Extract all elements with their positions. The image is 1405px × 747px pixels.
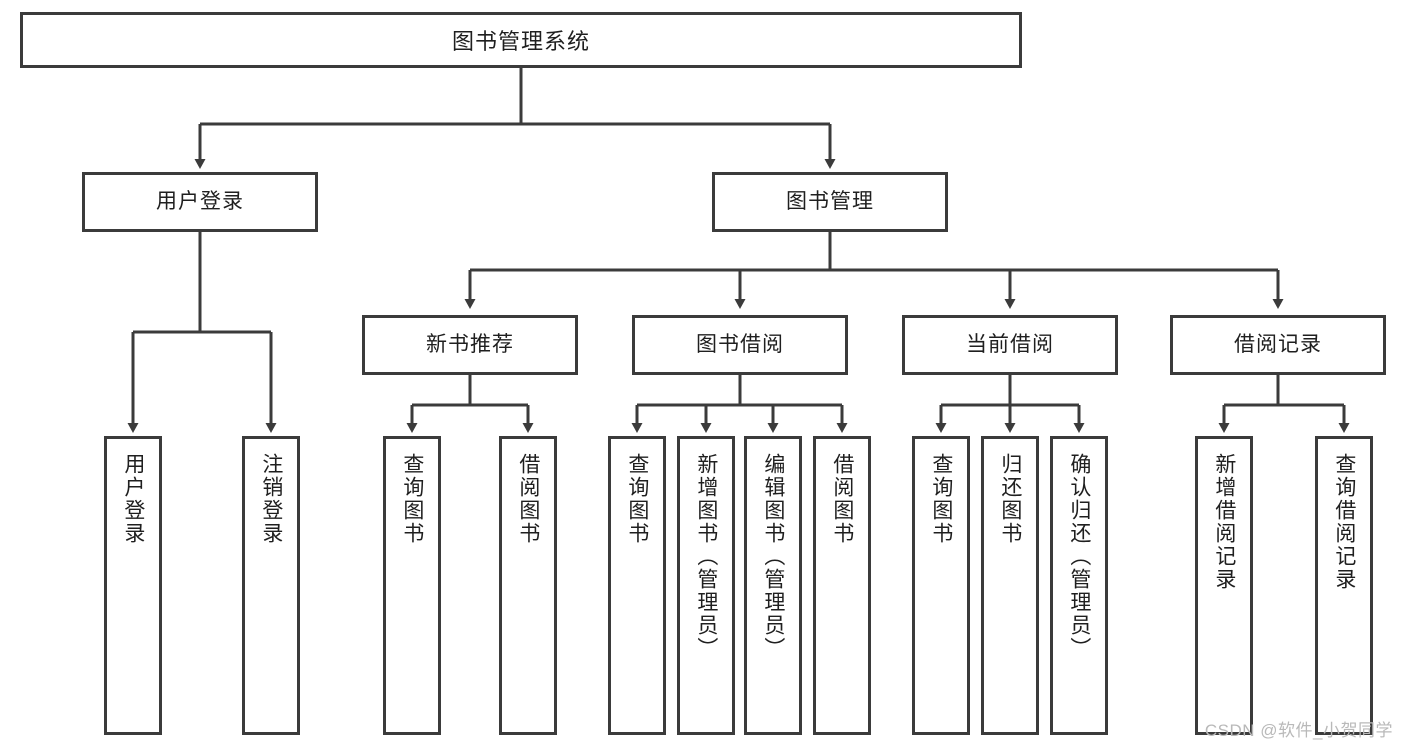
node-user-login[interactable]: 用户登录 <box>82 172 318 232</box>
node-root[interactable]: 图书管理系统 <box>20 12 1022 68</box>
node-leaf-query-book-1[interactable]: 查询图书 <box>383 436 441 735</box>
watermark-text: CSDN @软件_小贺同学 <box>1204 721 1393 740</box>
node-book-manage-label: 图书管理 <box>786 190 874 214</box>
node-current-borrow-label: 当前借阅 <box>966 333 1054 357</box>
node-leaf-edit-book-label: 编辑图书（管理员） <box>761 453 785 660</box>
node-leaf-borrow-book-2[interactable]: 借阅图书 <box>813 436 871 735</box>
node-leaf-add-book-label: 新增图书（管理员） <box>694 453 718 660</box>
node-borrow-record[interactable]: 借阅记录 <box>1170 315 1386 375</box>
node-leaf-return-book-label: 归还图书 <box>998 453 1022 545</box>
node-leaf-return-book[interactable]: 归还图书 <box>981 436 1039 735</box>
node-user-login-label: 用户登录 <box>156 190 244 214</box>
node-new-book-recommend-label: 新书推荐 <box>426 333 514 357</box>
node-leaf-user-login[interactable]: 用户登录 <box>104 436 162 735</box>
node-leaf-borrow-book-1[interactable]: 借阅图书 <box>499 436 557 735</box>
node-book-borrow-label: 图书借阅 <box>696 333 784 357</box>
node-leaf-logout-login-label: 注销登录 <box>259 453 283 545</box>
node-leaf-query-book-3-label: 查询图书 <box>929 453 953 545</box>
node-leaf-logout-login[interactable]: 注销登录 <box>242 436 300 735</box>
node-leaf-user-login-label: 用户登录 <box>121 453 145 545</box>
node-leaf-confirm-return[interactable]: 确认归还（管理员） <box>1050 436 1108 735</box>
node-borrow-record-label: 借阅记录 <box>1234 333 1322 357</box>
node-leaf-borrow-book-2-label: 借阅图书 <box>830 453 854 545</box>
node-leaf-query-record-label: 查询借阅记录 <box>1332 453 1356 591</box>
node-leaf-add-record[interactable]: 新增借阅记录 <box>1195 436 1253 735</box>
node-leaf-confirm-return-label: 确认归还（管理员） <box>1067 453 1091 660</box>
node-leaf-query-book-2[interactable]: 查询图书 <box>608 436 666 735</box>
node-book-manage[interactable]: 图书管理 <box>712 172 948 232</box>
node-leaf-edit-book[interactable]: 编辑图书（管理员） <box>744 436 802 735</box>
node-leaf-query-book-1-label: 查询图书 <box>400 453 424 545</box>
node-leaf-add-book[interactable]: 新增图书（管理员） <box>677 436 735 735</box>
node-book-borrow[interactable]: 图书借阅 <box>632 315 848 375</box>
node-leaf-query-record[interactable]: 查询借阅记录 <box>1315 436 1373 735</box>
node-new-book-recommend[interactable]: 新书推荐 <box>362 315 578 375</box>
node-leaf-query-book-2-label: 查询图书 <box>625 453 649 545</box>
node-leaf-add-record-label: 新增借阅记录 <box>1212 453 1236 591</box>
node-current-borrow[interactable]: 当前借阅 <box>902 315 1118 375</box>
node-root-label: 图书管理系统 <box>451 29 590 54</box>
node-leaf-borrow-book-1-label: 借阅图书 <box>516 453 540 545</box>
node-leaf-query-book-3[interactable]: 查询图书 <box>912 436 970 735</box>
